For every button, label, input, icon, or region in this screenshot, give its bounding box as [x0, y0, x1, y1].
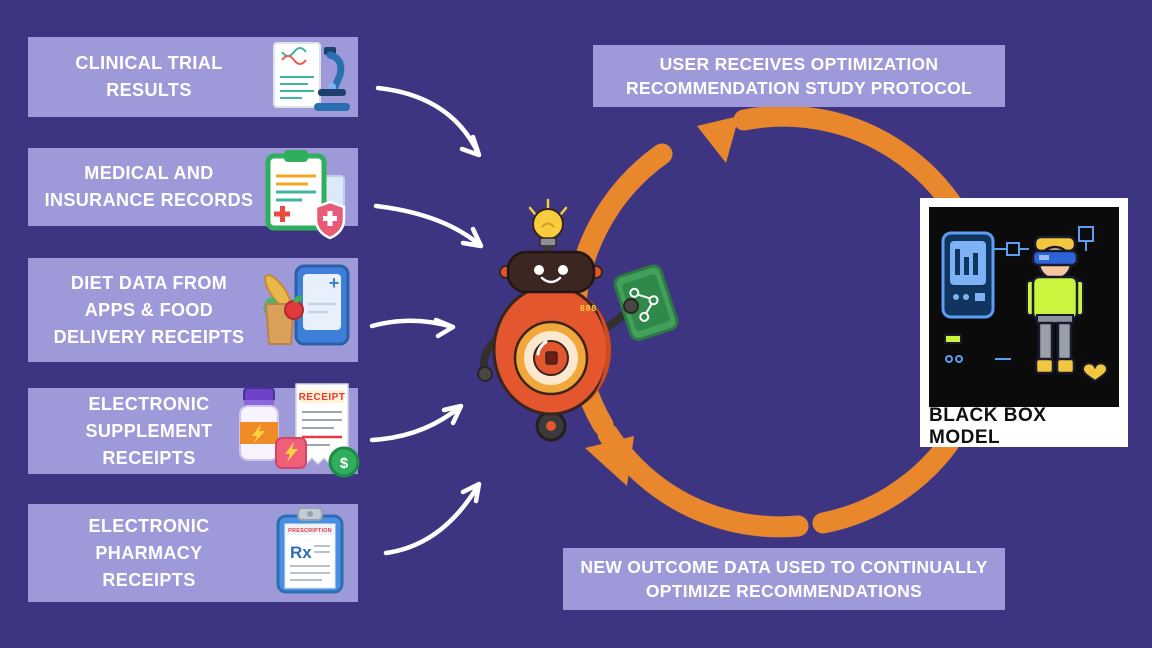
flow-arrow-1: [375, 85, 482, 158]
source-box-clinical-trial-results: CLINICAL TRIAL RESULTS: [28, 37, 358, 117]
diet-data-icon: +: [263, 264, 350, 346]
robot-hand-left: [477, 366, 493, 382]
flow-arrow-3: [369, 317, 456, 339]
pharmacy-receipts-icon: PRESCRIPTION Rx: [276, 508, 344, 594]
flow-arrow-5: [383, 481, 482, 556]
coin-dollar-glyph: $: [340, 455, 349, 472]
source-box-diet-data: DIET DATA FROM APPS & FOOD DELIVERY RECE…: [28, 258, 358, 362]
robot-body: 888: [492, 284, 612, 416]
source-box-medical-insurance-records: MEDICAL AND INSURANCE RECORDS: [28, 148, 358, 240]
cycle-top-label: USER RECEIVES OPTIMIZATION RECOMMENDATIO…: [625, 53, 973, 99]
clinical-trial-icon: [273, 42, 350, 111]
tablet-plus-glyph: +: [329, 273, 340, 293]
source-box-supplement-receipts: ELECTRONIC SUPPLEMENT RECEIPTS RECEIPT $: [28, 383, 360, 478]
supplement-receipts-icon: RECEIPT $: [239, 383, 360, 478]
robot-head: [506, 250, 596, 294]
robot-neck: [544, 246, 552, 254]
source-box-pharmacy-receipts: ELECTRONIC PHARMACY RECEIPTS PRESCRIPTIO…: [28, 504, 358, 602]
cycle-arrowhead-top-icon: [697, 116, 739, 163]
robot-hand-right: [623, 298, 639, 314]
lightbulb-icon: [528, 198, 568, 247]
source-label: MEDICAL AND INSURANCE RECORDS: [44, 163, 254, 210]
robot-tablet: [613, 264, 679, 341]
flow-arrow-4: [369, 403, 464, 443]
black-box-model-caption: BLACK BOX MODEL: [929, 405, 1047, 448]
cycle-arrowhead-bottom-icon: [585, 436, 634, 486]
source-label: ELECTRONIC PHARMACY RECEIPTS: [88, 515, 210, 590]
cycle-top-box: USER RECEIVES OPTIMIZATION RECOMMENDATIO…: [593, 45, 1005, 107]
cycle-bottom-label: NEW OUTCOME DATA USED TO CONTINUALLY OPT…: [580, 556, 988, 602]
source-label: CLINICAL TRIAL RESULTS: [75, 53, 223, 100]
source-label: DIET DATA FROM APPS & FOOD DELIVERY RECE…: [53, 272, 245, 347]
black-box-model-card: BLACK BOX MODEL: [920, 198, 1128, 448]
flow-arrow-2: [373, 203, 484, 249]
prescription-header-text: PRESCRIPTION: [288, 528, 332, 534]
source-label: ELECTRONIC SUPPLEMENT RECEIPTS: [85, 393, 213, 468]
medical-records-icon: [265, 150, 346, 240]
cycle-bottom-box: NEW OUTCOME DATA USED TO CONTINUALLY OPT…: [563, 548, 1005, 610]
robot-display-text: 888: [580, 303, 597, 313]
robot-illustration: 888: [477, 198, 679, 442]
receipt-title-text: RECEIPT: [299, 392, 346, 403]
rx-glyph: Rx: [290, 543, 312, 562]
black-box-model-image: [929, 207, 1119, 407]
